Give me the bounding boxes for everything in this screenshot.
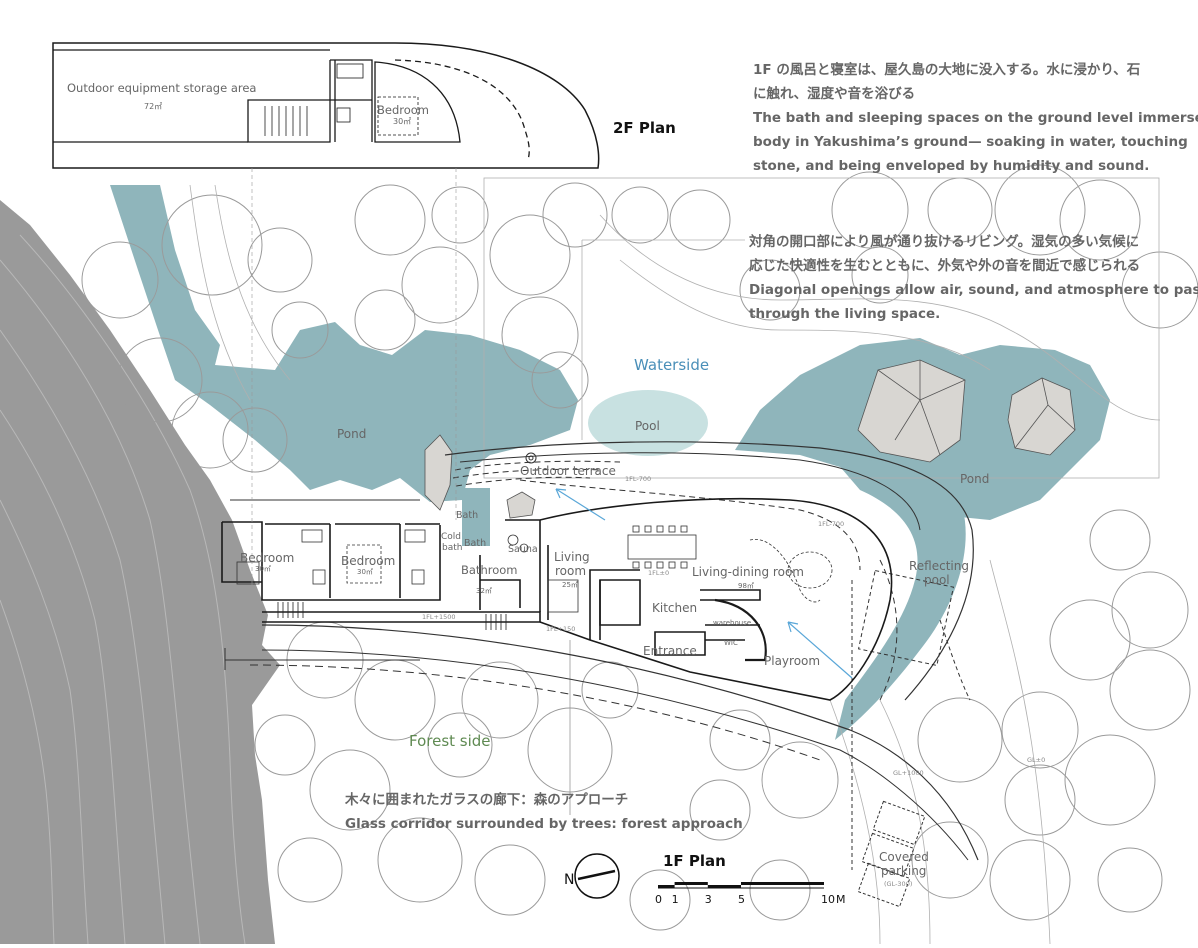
outdoor-terrace-label: Outdoor terrace [520, 464, 616, 478]
labels-site: Waterside Forest side Pond Pond Pool Ref… [337, 356, 989, 878]
cold-bath-label-1: Cold [441, 532, 461, 542]
note-bath-en-3: stone, and being enveloped by humidity a… [753, 158, 1150, 174]
level-kitchen: 1FL±0 [648, 569, 669, 577]
labels-levels: 1FL-700 1FL-700 1FL±0 1FL+1500 1FL+150 G… [422, 475, 1045, 888]
entrance-label: Entrance [643, 644, 697, 658]
scale-segment [741, 882, 824, 885]
water-features [110, 185, 1110, 740]
note-bath-en-2: body in Yakushima’s ground— soaking in w… [753, 134, 1188, 150]
airflow-arrows [555, 488, 853, 679]
level-terrace: 1FL-700 [625, 475, 651, 483]
cold-bath-label-2: bath [442, 543, 462, 553]
warehouse-label: warehouse [713, 619, 751, 627]
bathroom-label: Bathroom [461, 563, 517, 577]
bedroom-west-label: Bedroom [240, 551, 294, 565]
level-corridor: 1FL+1500 [422, 613, 455, 621]
scale-tick-label: 3 [705, 893, 712, 906]
bedroom-west-area: 30㎡ [255, 565, 271, 573]
labels-rooms-1f: Bedroom 30㎡ Bedroom 30㎡ Bath Bath Cold b… [240, 510, 820, 668]
covered-parking-label-2: parking [881, 864, 926, 878]
plan-2f-drawing [52, 42, 600, 625]
scale-tick-label: 0 [655, 893, 662, 906]
note-corridor-en: Glass corridor surrounded by trees: fore… [345, 816, 743, 832]
note-living-en-1: Diagonal openings allow air, sound, and … [749, 282, 1198, 298]
note-living-jp-2: 応じた快適性を生むとともに、外気や外の音を間近で感じられる [749, 258, 1141, 274]
rocks [424, 359, 1076, 519]
note-bath-en-1: The bath and sleeping spaces on the grou… [753, 110, 1198, 126]
living-dining-label: Living-dining room [692, 565, 804, 579]
plan-2f-stair [264, 106, 308, 136]
plan-2f-title: 2F Plan [613, 119, 676, 137]
note-living-jp-1: 対角の開口部により風が通り抜けるリビング。湿気の多い気候に [749, 234, 1140, 250]
playroom-label: Playroom [764, 654, 820, 668]
scale-segment [674, 882, 708, 885]
level-entry: 1FL+150 [546, 625, 575, 633]
level-living-edge: 1FL-700 [818, 520, 844, 528]
north-arrow: N [564, 853, 620, 899]
bath-upper-label: Bath [456, 510, 478, 521]
level-parking: (GL-300) [884, 880, 912, 888]
scale-tick-label: 5 [738, 893, 745, 906]
bedroom-2f-area: 30㎡ [393, 117, 411, 126]
living-dining-area: 98㎡ [738, 582, 754, 590]
living-room-area: 25㎡ [562, 581, 578, 589]
bedroom-east-label: Bedroom [341, 554, 395, 568]
labels-2f: Outdoor equipment storage area 72㎡ Bedro… [67, 81, 676, 137]
bedroom-2f-label: Bedroom [377, 103, 429, 117]
scale-tick-label: 1 [672, 893, 679, 906]
scale-unit-label: M [836, 893, 846, 906]
plan-1f-title: 1F Plan [663, 852, 726, 870]
north-label: N [564, 872, 574, 888]
pond-label-west: Pond [337, 427, 366, 441]
sauna-label: Sauna [508, 544, 538, 555]
note-bath-jp-1: 1F の風呂と寝室は、屋久島の大地に没入する。水に浸かり、石 [753, 62, 1141, 78]
note-corridor: 木々に囲まれたガラスの廊下：森のアプローチ Glass corridor sur… [345, 788, 743, 836]
stair-hatching [277, 602, 507, 630]
wic-label: WIC [724, 639, 738, 647]
level-gl1000: GL+1000 [893, 769, 924, 777]
building-1f [221, 497, 893, 701]
reflecting-pool-label-1: Reflecting [909, 559, 969, 573]
note-living: 対角の開口部により風が通り抜けるリビング。湿気の多い気候に 応じた快適性を生むと… [749, 230, 1198, 326]
furniture-1f [236, 525, 833, 613]
kitchen-label: Kitchen [652, 601, 697, 615]
storage-area: 72㎡ [144, 102, 162, 111]
bedroom-east-area: 30㎡ [357, 568, 373, 576]
note-living-en-2: through the living space. [749, 306, 941, 322]
bath-lower-label: Bath [464, 538, 486, 549]
note-bath-sleeping: 1F の風呂と寝室は、屋久島の大地に没入する。水に浸かり、石 に触れ、湿度や音を… [753, 58, 1198, 178]
cliff-terrain [0, 200, 280, 945]
living-room-label-1: Living [554, 550, 590, 564]
forest-side-label: Forest side [409, 732, 491, 750]
site-lines [189, 177, 1161, 945]
scale-segment [658, 885, 675, 888]
reflecting-pool-label-2: pool [924, 573, 950, 587]
note-bath-jp-2: に触れ、湿度や音を浴びる [753, 86, 916, 102]
note-corridor-jp: 木々に囲まれたガラスの廊下：森のアプローチ [345, 792, 629, 808]
bathroom-area: 32㎡ [476, 587, 492, 595]
exterior-grounds [224, 441, 979, 908]
scale-tick-label: 10 [821, 893, 835, 906]
level-gl0: GL±0 [1027, 756, 1045, 764]
pool-label: Pool [635, 419, 660, 433]
storage-label: Outdoor equipment storage area [67, 81, 256, 95]
pond-label-east: Pond [960, 472, 989, 486]
waterside-label: Waterside [634, 356, 709, 374]
covered-parking-label-1: Covered [879, 850, 929, 864]
scale-segment [707, 885, 741, 888]
living-room-label-2: room [555, 564, 586, 578]
